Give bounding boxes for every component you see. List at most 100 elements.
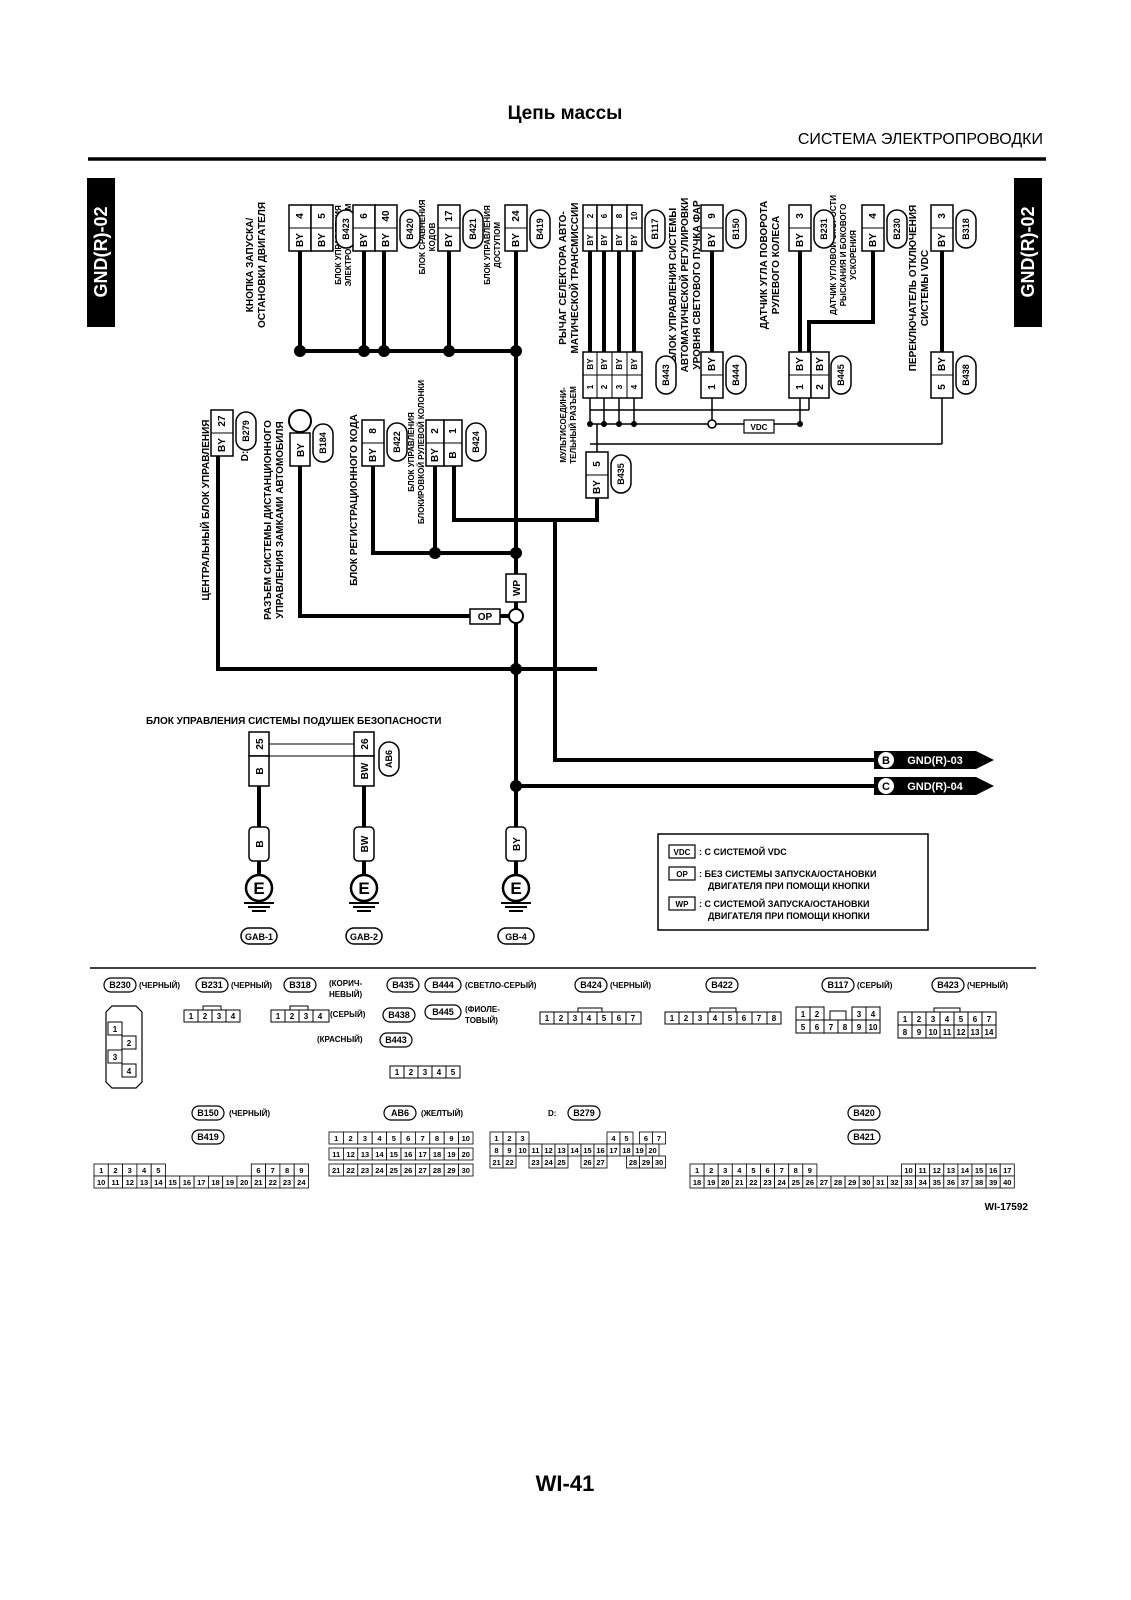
svg-text:BY: BY — [444, 233, 455, 247]
connector-id: B443 — [661, 364, 671, 386]
pin-number: 6 — [256, 1166, 260, 1175]
pin-number: 22 — [346, 1166, 354, 1175]
svg-text:3: 3 — [217, 1012, 222, 1021]
svg-text:1: 1 — [448, 428, 459, 434]
connector-b421: 17 BY B421 — [437, 204, 484, 252]
connector-b419: 24 BY B419 — [504, 204, 551, 252]
svg-text:ТОВЫЙ): ТОВЫЙ) — [465, 1016, 498, 1025]
offpage-arrow-b: B GND(R)-03 — [874, 751, 994, 769]
svg-text:3: 3 — [423, 1068, 428, 1077]
connector-b230: 4 BY B230 — [861, 204, 908, 252]
svg-text:8: 8 — [615, 213, 624, 218]
svg-text:B318: B318 — [289, 980, 311, 990]
svg-text:(КОРИЧ-: (КОРИЧ- — [329, 979, 362, 988]
pin-number: 30 — [462, 1166, 470, 1175]
svg-text:3: 3 — [113, 1053, 118, 1062]
svg-text:D:: D: — [240, 451, 251, 462]
connector-b444: BY 1 B444 — [700, 351, 747, 399]
connector-id: B444 — [731, 364, 741, 386]
component-remote-lock-connector: РАЗЪЕМ СИСТЕМЫ ДИСТАНЦИОННОГО УПРАВЛЕНИЯ… — [263, 409, 334, 620]
connector-b318: 3 BY B318 — [930, 204, 977, 252]
pin-number: 23 — [361, 1166, 369, 1175]
pin-number: 4 — [737, 1166, 742, 1175]
svg-text:BY: BY — [512, 837, 523, 851]
svg-text:4: 4 — [127, 1067, 132, 1076]
svg-text:11: 11 — [943, 1028, 952, 1037]
pin-number: 16 — [989, 1166, 997, 1175]
svg-text:2: 2 — [815, 1010, 820, 1019]
svg-text:4: 4 — [231, 1012, 236, 1021]
pin-number: 9 — [808, 1166, 812, 1175]
pin-number: 20 — [462, 1150, 470, 1159]
svg-text:5: 5 — [317, 213, 328, 219]
svg-text:(СВЕТЛО-СЕРЫЙ): (СВЕТЛО-СЕРЫЙ) — [465, 981, 537, 990]
svg-text:C: C — [882, 781, 890, 793]
svg-text:4: 4 — [713, 1014, 718, 1023]
svg-text:2: 2 — [430, 428, 441, 434]
pin-cell — [293, 1175, 309, 1189]
pin-number: 30 — [655, 1158, 663, 1167]
pin-number: 25 — [792, 1178, 800, 1187]
svg-text:GB-4: GB-4 — [505, 932, 527, 942]
pin-number: 33 — [904, 1178, 912, 1187]
svg-text:2: 2 — [586, 213, 595, 218]
svg-text:2: 2 — [600, 384, 609, 389]
pin-number: 1 — [334, 1134, 338, 1143]
svg-text:3: 3 — [615, 384, 624, 389]
svg-text:BY: BY — [586, 358, 595, 370]
pin-number: 5 — [156, 1166, 160, 1175]
side-tab-right-label: GND(R)-02 — [1018, 206, 1038, 297]
svg-text:27: 27 — [217, 415, 228, 427]
connector-b423: 4 BY 5 BY B423 — [288, 204, 357, 252]
svg-text:ДАТЧИК УГЛОВОЙ СКОРОСТИ: ДАТЧИК УГЛОВОЙ СКОРОСТИ — [829, 195, 838, 315]
svg-text:5: 5 — [959, 1015, 964, 1024]
pin-number: 9 — [449, 1134, 453, 1143]
pin-number: 10 — [904, 1166, 912, 1175]
connector-id: B230 — [892, 218, 902, 240]
svg-text:E: E — [510, 879, 521, 898]
svg-text:2: 2 — [127, 1039, 132, 1048]
ground-point-gb-4: BY E GB-4 — [497, 826, 535, 945]
svg-text:GND(R)-04: GND(R)-04 — [907, 781, 963, 793]
component-label-b423: КНОПКА ЗАПУСКА/ ОСТАНОВКИ ДВИГАТЕЛЯ — [245, 202, 268, 328]
svg-text:10: 10 — [630, 211, 639, 220]
wp-tag-text: WP — [512, 580, 523, 596]
pin-number: 3 — [723, 1166, 727, 1175]
svg-text:BY: BY — [630, 358, 639, 370]
svg-text:GAB-2: GAB-2 — [350, 932, 378, 942]
svg-text:2: 2 — [203, 1012, 208, 1021]
splice-points — [294, 345, 803, 792]
svg-text:4: 4 — [868, 213, 879, 219]
svg-text:B: B — [255, 840, 266, 847]
svg-text:ОСТАНОВКИ ДВИГАТЕЛЯ: ОСТАНОВКИ ДВИГАТЕЛЯ — [257, 202, 268, 328]
svg-text:2: 2 — [917, 1015, 922, 1024]
svg-text:BW: BW — [360, 762, 371, 779]
vdc-tag-text: VDC — [751, 423, 768, 432]
svg-text:РЫСКАНИЯ И БОКОВОГО: РЫСКАНИЯ И БОКОВОГО — [839, 204, 848, 307]
svg-text:БЛОК УПРАВЛЕНИЯ: БЛОК УПРАВЛЕНИЯ — [483, 205, 492, 285]
svg-text:B420: B420 — [853, 1108, 875, 1118]
pin-number: 26 — [404, 1166, 412, 1175]
pin-number: 12 — [346, 1150, 354, 1159]
svg-text:B279: B279 — [573, 1108, 595, 1118]
component-label-b150: БЛОК УПРАВЛЕНИЯ СИСТЕМЫ АВТОМАТИЧЕСКОЙ Р… — [668, 198, 703, 373]
svg-text:E: E — [358, 879, 369, 898]
svg-text:4: 4 — [945, 1015, 950, 1024]
pin-number: 6 — [644, 1134, 648, 1143]
svg-text:B230: B230 — [109, 980, 131, 990]
pin-cell — [502, 1155, 517, 1169]
pin-number: 15 — [390, 1150, 398, 1159]
pin-number: 36 — [947, 1178, 955, 1187]
pin-number: 21 — [735, 1178, 743, 1187]
pin-number: 6 — [765, 1166, 769, 1175]
pin-number: 27 — [596, 1158, 604, 1167]
pin-number: 13 — [557, 1146, 565, 1155]
pin-number: 4 — [611, 1134, 616, 1143]
side-tab-left-label: GND(R)-02 — [91, 206, 111, 297]
connector-b150: 9 BY B150 — [700, 204, 747, 252]
pin-number: 27 — [418, 1166, 426, 1175]
svg-text:БЛОК УПРАВЛЕНИЯ СИСТЕМЫ: БЛОК УПРАВЛЕНИЯ СИСТЕМЫ — [668, 208, 679, 363]
pin-number: 11 — [919, 1166, 927, 1175]
svg-text:1: 1 — [395, 1068, 400, 1077]
